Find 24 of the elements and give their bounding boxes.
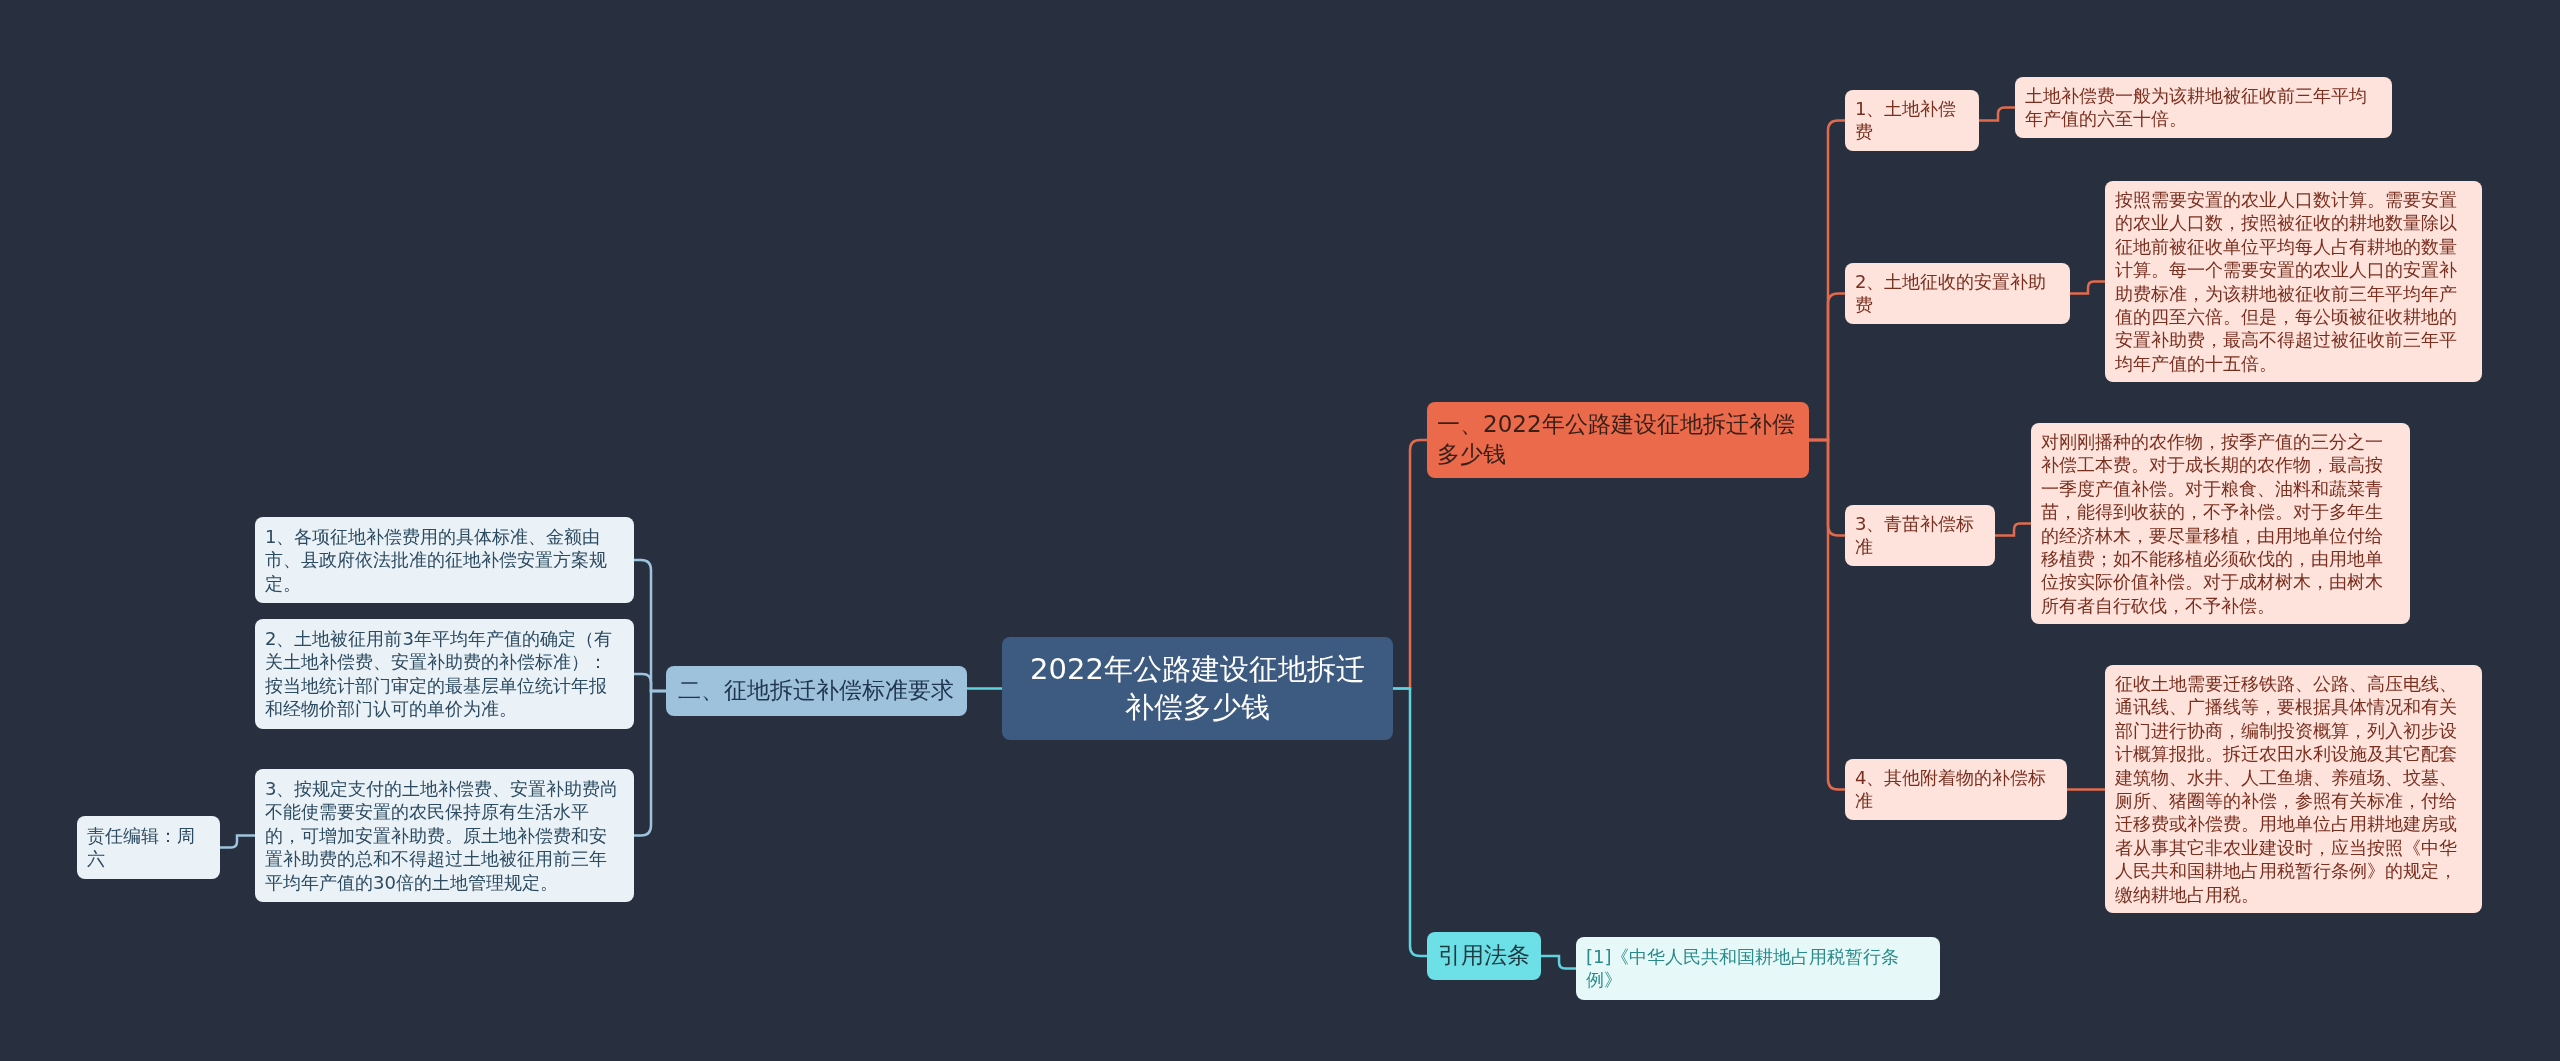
connector xyxy=(1979,106,2015,122)
topic-box: 1、各项征地补偿费用的具体标准、金额由市、县政府依法批准的征地补偿安置方案规定。 xyxy=(255,517,634,604)
branch-box: 引用法条 xyxy=(1427,932,1541,980)
topic-box: 3、按规定支付的土地补偿费、安置补助费尚不能使需要安置的农民保持原有生活水平的，可增加安置补助费。原土地补偿费和安置补助费的总和不得超过土地被征用前三年平均年产值的30倍的土地管理规定。 xyxy=(255,769,634,902)
topic-box: 4、其他附着物的补偿标准 xyxy=(1845,759,2067,820)
topic-box: 对刚刚播种的农作物，按季产值的三分之一补偿工本费。对于成长期的农作物，最高按一季度产值补偿。对于粮食、油料和蔬菜青苗，能得到收获的，不予补偿。对于多年生的经济林木，要尽量移植，由用地单位付给移植费；如不能移植必须砍伐的，由用地单位按实际价值补偿。对于成材树木，由树木所有者自行砍伐，不予补偿。 xyxy=(2031,423,2410,625)
topic-box: 征收土地需要迁移铁路、公路、高压电线、通讯线、广播线等，要根据具体情况和有关部门进行协商，编制投资概算，列入初步设计概算报批。拆迁农田水利设施及其它配套建筑物、水井、人工鱼塘、养殖场、坟墓、厕所、猪圈等的补偿，参照有关标准，付给迁移费或补偿费。用地单位占用耕地建房或者从事其它非农业建设时，应当按照《中华人民共和国耕地占用税暂行条例》的规定，缴纳耕地占用税。 xyxy=(2105,665,2482,913)
topic-box: 3、青苗补偿标准 xyxy=(1845,505,1995,566)
connector xyxy=(1541,954,1576,970)
connector xyxy=(220,834,255,849)
branch-box: 二、征地拆迁补偿标准要求 xyxy=(666,666,967,716)
connector xyxy=(2067,788,2105,791)
connector xyxy=(2070,280,2105,295)
topic-box: 责任编辑：周六 xyxy=(77,816,220,879)
topic-box: 2、土地被征用前3年平均年产值的确定（有关土地补偿费、安置补助费的补偿标准）：按当地统计部门审定的最基层单位统计年报和经物价部门认可的单价为准。 xyxy=(255,619,634,729)
central-topic: 2022年公路建设征地拆迁补偿多少钱 xyxy=(1002,637,1393,741)
topic-box: 2、土地征收的安置补助费 xyxy=(1845,263,2070,324)
citation-box: [1]《中华人民共和国耕地占用税暂行条例》 xyxy=(1576,937,1940,1000)
topic-box: 土地补偿费一般为该耕地被征收前三年平均年产值的六至十倍。 xyxy=(2015,77,2392,138)
topic-box: 按照需要安置的农业人口数计算。需要安置的农业人口数，按照被征收的耕地数量除以征地前被征收单位平均每人占有耕地的数量计算。每一个需要安置的农业人口的安置补助费标准，为该耕地被征收前三年平均年产值的四至六倍。但是，每公顷被征收耕地的安置补助费，最高不得超过被征收前三年平均年产值的十五倍。 xyxy=(2105,181,2482,383)
connector xyxy=(967,687,1002,690)
branch-box: 一、2022年公路建设征地拆迁补偿多少钱 xyxy=(1427,402,1809,478)
connector xyxy=(1995,522,2031,537)
topic-box: 1、土地补偿费 xyxy=(1845,90,1979,151)
